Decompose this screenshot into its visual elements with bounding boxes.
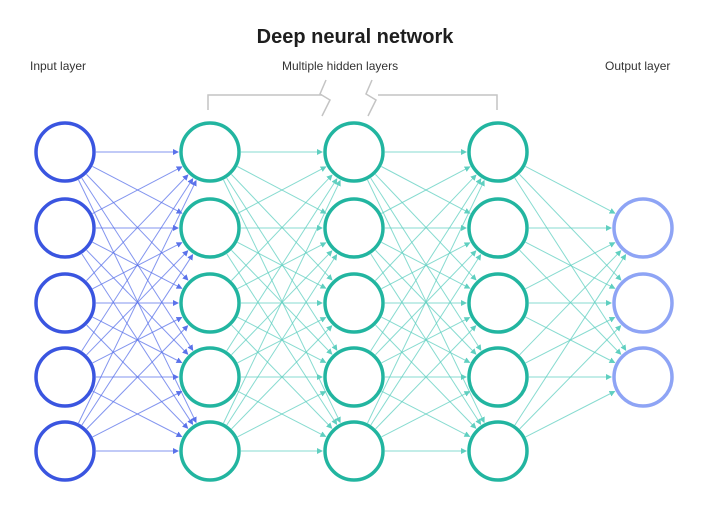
bracket-segment bbox=[378, 94, 498, 110]
hidden-layers-label: Multiple hidden layers bbox=[282, 59, 399, 73]
connection-edge bbox=[237, 166, 327, 214]
hidden-neuron bbox=[179, 272, 241, 334]
connection-edge bbox=[231, 174, 333, 281]
connection-edge bbox=[514, 253, 627, 426]
connection-edge bbox=[231, 325, 333, 430]
connection-edge bbox=[519, 174, 622, 281]
output-neuron bbox=[612, 272, 674, 334]
connection-edge bbox=[375, 325, 477, 430]
connection-edge bbox=[81, 178, 194, 352]
neurons bbox=[34, 121, 674, 482]
input-neuron bbox=[34, 420, 96, 482]
connection-edge bbox=[226, 254, 338, 426]
output-neuron bbox=[612, 346, 674, 408]
hidden-neuron bbox=[179, 420, 241, 482]
diagram-title: Deep neural network bbox=[256, 26, 454, 48]
connection-edge bbox=[86, 174, 189, 281]
hidden-neuron bbox=[323, 197, 385, 259]
connection-edge bbox=[375, 174, 477, 281]
connection-edge bbox=[525, 242, 616, 290]
connection-edge bbox=[375, 174, 477, 281]
hidden-neuron bbox=[323, 420, 385, 482]
connection-edge bbox=[381, 391, 471, 438]
hidden-neuron bbox=[179, 121, 241, 183]
connection-edge bbox=[514, 177, 627, 351]
connection-edge bbox=[78, 179, 197, 424]
hidden-neuron bbox=[323, 272, 385, 334]
input-neuron bbox=[34, 346, 96, 408]
bracket-segment bbox=[319, 79, 331, 117]
hidden-layers-bracket bbox=[207, 79, 498, 117]
bracket-segment bbox=[365, 79, 377, 117]
connection-edge bbox=[223, 179, 341, 424]
connection-edge bbox=[231, 174, 333, 281]
hidden-neuron bbox=[467, 197, 529, 259]
connections bbox=[78, 149, 627, 454]
hidden-neuron bbox=[323, 121, 385, 183]
bracket-segment bbox=[207, 94, 322, 110]
hidden-neuron bbox=[179, 346, 241, 408]
hidden-neuron bbox=[467, 346, 529, 408]
input-layer-label: Input layer bbox=[30, 59, 87, 73]
hidden-neuron bbox=[467, 272, 529, 334]
hidden-neuron bbox=[179, 197, 241, 259]
output-layer-label: Output layer bbox=[605, 59, 671, 73]
connection-edge bbox=[92, 166, 183, 215]
connection-edge bbox=[381, 166, 471, 214]
input-neuron bbox=[34, 197, 96, 259]
connection-edge bbox=[519, 250, 622, 356]
connection-edge bbox=[237, 391, 327, 438]
hidden-neuron bbox=[467, 420, 529, 482]
connection-edge bbox=[370, 178, 482, 352]
connection-edge bbox=[525, 165, 616, 214]
connection-edge bbox=[92, 391, 183, 438]
input-neuron bbox=[34, 121, 96, 183]
connection-edge bbox=[367, 179, 485, 424]
connection-edge bbox=[86, 325, 189, 430]
hidden-neuron bbox=[323, 346, 385, 408]
output-neuron bbox=[612, 197, 674, 259]
connection-edge bbox=[81, 253, 194, 426]
connection-edge bbox=[370, 254, 482, 426]
input-neuron bbox=[34, 272, 96, 334]
connection-edge bbox=[525, 391, 616, 438]
hidden-neuron bbox=[467, 121, 529, 183]
connection-edge bbox=[226, 178, 338, 352]
connection-edge bbox=[519, 325, 622, 430]
